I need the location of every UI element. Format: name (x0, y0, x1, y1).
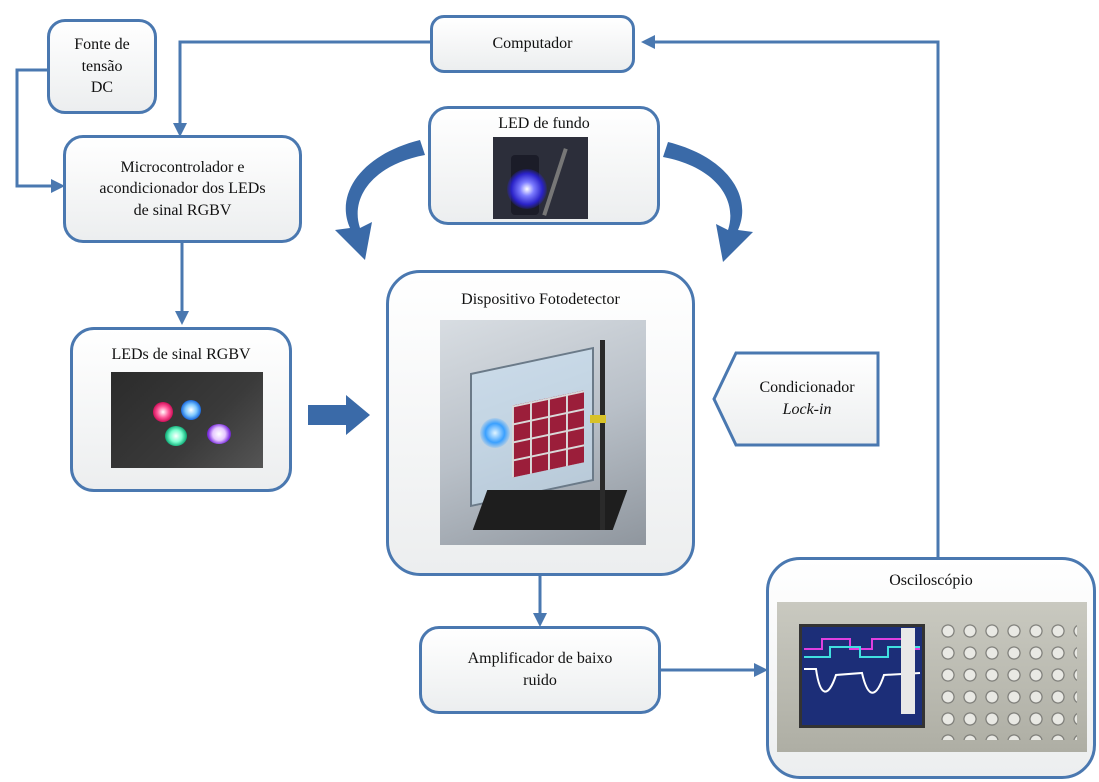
fotodetector-photo (440, 320, 646, 545)
computador-label: Computador (492, 35, 573, 53)
fonte-line-3: DC (90, 79, 114, 97)
box-led-de-fundo: LED de fundo (428, 106, 660, 225)
yellow-clip (590, 415, 606, 423)
box-fonte-tensao-dc: Fonte de tensão DC (47, 19, 157, 114)
micro-line-2: acondicionador dos LEDs (99, 180, 266, 198)
box-osciloscopio: Osciloscópio (766, 557, 1096, 779)
amplificador-line-1: Amplificador de baixo (467, 650, 613, 668)
box-microcontrolador: Microcontrolador e acondicionador dos LE… (63, 135, 302, 243)
arrow-fonte-to-micro (15, 68, 65, 193)
fonte-line-1: Fonte de (74, 36, 130, 54)
arrow-computador-to-micro (173, 40, 430, 137)
osciloscopio-photo (777, 602, 1087, 752)
cable (600, 340, 605, 530)
led-fundo-label: LED de fundo (498, 115, 590, 132)
box-amplificador: Amplificador de baixo ruido (419, 626, 661, 714)
sensor-grid (512, 390, 584, 478)
box-condicionador-lock-in: Condicionador Lock-in (712, 351, 880, 447)
violet-led (207, 424, 231, 444)
blue-glow (480, 418, 510, 448)
block-arrow-leds-to-fotodetector (308, 395, 370, 435)
blue-led-glow (507, 169, 547, 209)
box-dispositivo-fotodetector: Dispositivo Fotodetector (386, 270, 695, 576)
osciloscopio-label: Osciloscópio (889, 572, 973, 589)
fotodetector-label: Dispositivo Fotodetector (461, 291, 620, 308)
condicionador-line-2: Lock-in (782, 401, 832, 418)
box-leds-de-sinal: LEDs de sinal RGBV (70, 327, 292, 492)
arrow-osciloscopio-to-computador (641, 35, 940, 557)
scope-side-menu (901, 628, 915, 714)
wire (542, 148, 568, 216)
curved-arrow-left (335, 140, 425, 260)
amplificador-line-2: ruido (523, 672, 557, 689)
micro-line-1: Microcontrolador e (120, 158, 245, 176)
leds-sinal-label: LEDs de sinal RGBV (111, 346, 251, 363)
condicionador-line-1: Condicionador (759, 379, 855, 397)
curved-arrow-right (663, 142, 753, 262)
fonte-line-2: tensão (81, 57, 123, 75)
scope-knobs (937, 620, 1077, 740)
leds-sinal-photo (111, 372, 263, 468)
box-computador: Computador (430, 15, 635, 73)
led-fundo-photo (493, 137, 588, 219)
micro-line-3: de sinal RGBV (133, 201, 232, 219)
green-led (165, 426, 187, 446)
red-led (153, 402, 173, 422)
blue-led (181, 400, 201, 420)
